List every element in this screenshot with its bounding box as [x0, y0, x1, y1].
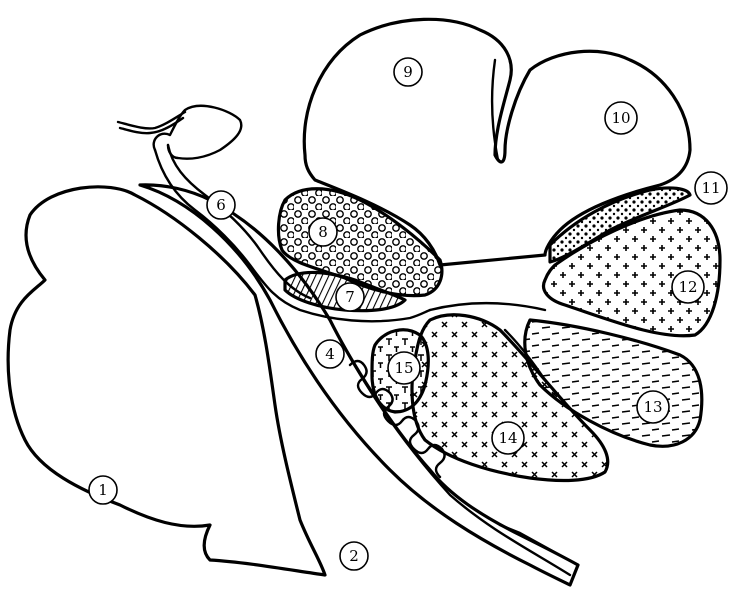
svg-text:2: 2 [349, 547, 359, 565]
fissure-center-1 [430, 303, 545, 310]
svg-text:10: 10 [611, 109, 630, 127]
svg-text:4: 4 [325, 345, 335, 363]
label-10: 10 [605, 102, 637, 134]
label-13: 13 [637, 391, 669, 423]
label-4: 4 [316, 340, 344, 368]
label-12: 12 [672, 271, 704, 303]
svg-text:6: 6 [216, 196, 226, 214]
svg-text:7: 7 [345, 288, 355, 306]
label-1: 1 [89, 476, 117, 504]
label-2: 2 [340, 542, 368, 570]
label-9: 9 [394, 58, 422, 86]
label-7: 7 [336, 283, 364, 311]
svg-text:9: 9 [403, 63, 413, 81]
svg-text:14: 14 [498, 429, 517, 447]
label-15: 15 [388, 352, 420, 384]
region-1-shape [8, 187, 325, 575]
svg-text:11: 11 [701, 179, 720, 197]
stalk-6-top-bulb [154, 106, 242, 159]
svg-text:12: 12 [678, 278, 697, 296]
label-6: 6 [207, 191, 235, 219]
svg-text:13: 13 [643, 398, 662, 416]
svg-text:15: 15 [394, 359, 413, 377]
svg-text:1: 1 [98, 481, 108, 499]
svg-text:8: 8 [318, 223, 328, 241]
label-11: 11 [695, 172, 727, 204]
label-14: 14 [492, 422, 524, 454]
label-8: 8 [309, 218, 337, 246]
